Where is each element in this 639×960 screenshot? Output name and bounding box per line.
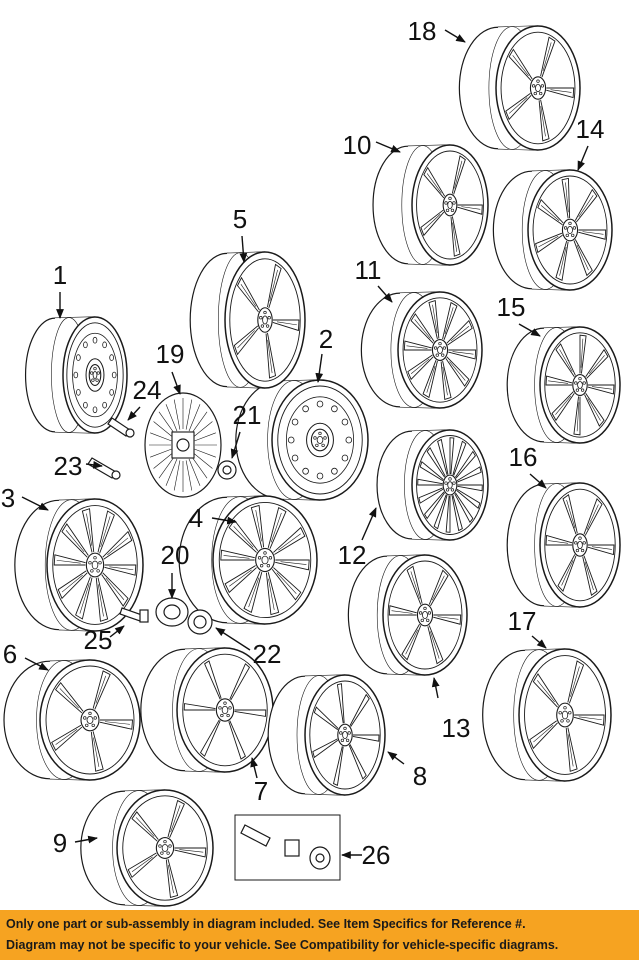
callout-label-15: 15 bbox=[497, 292, 526, 322]
callout-arrow-5 bbox=[239, 235, 248, 263]
callout-label-23: 23 bbox=[54, 451, 83, 481]
wheel-7 bbox=[140, 647, 274, 773]
callout-arrow-25 bbox=[109, 625, 125, 638]
callout-arrow-11 bbox=[377, 285, 393, 303]
wheel-6 bbox=[3, 659, 141, 781]
callout-arrow-12 bbox=[361, 507, 377, 541]
callout-arrows bbox=[21, 29, 589, 859]
callout-label-18: 18 bbox=[408, 16, 437, 46]
callout-label-14: 14 bbox=[576, 114, 605, 144]
lug-bolt-25 bbox=[119, 607, 149, 623]
callout-arrow-18 bbox=[444, 29, 466, 43]
footer-line-2: Diagram may not be specific to your vehi… bbox=[6, 938, 559, 952]
callout-arrow-24 bbox=[127, 406, 141, 421]
valve-stem-24 bbox=[107, 417, 135, 438]
callout-label-16: 16 bbox=[509, 442, 538, 472]
small-part-drawings bbox=[87, 392, 341, 881]
callout-arrow-2 bbox=[315, 353, 324, 383]
emblem-22 bbox=[187, 609, 213, 635]
wheel-2 bbox=[235, 379, 369, 501]
callout-label-1: 1 bbox=[53, 260, 67, 290]
wheel-10 bbox=[372, 144, 489, 266]
callout-arrow-3 bbox=[21, 496, 49, 511]
callout-label-2: 2 bbox=[319, 324, 333, 354]
wheel-8 bbox=[267, 674, 386, 796]
callout-label-8: 8 bbox=[413, 761, 427, 791]
wheel-13 bbox=[347, 554, 468, 676]
wheel-4 bbox=[178, 495, 318, 625]
wheel-12 bbox=[376, 429, 489, 541]
callout-arrow-7 bbox=[250, 757, 258, 779]
callout-label-21: 21 bbox=[233, 400, 262, 430]
wheel-14 bbox=[492, 169, 613, 291]
callout-arrow-14 bbox=[577, 145, 589, 171]
callout-arrow-10 bbox=[375, 141, 401, 153]
callout-arrow-4 bbox=[211, 516, 237, 525]
callout-label-3: 3 bbox=[1, 483, 15, 513]
wheel-16 bbox=[506, 482, 621, 608]
wheel-cover-19 bbox=[144, 392, 222, 498]
wheel-17 bbox=[482, 648, 612, 782]
callout-arrow-8 bbox=[387, 751, 405, 765]
callout-label-10: 10 bbox=[343, 130, 372, 160]
callout-label-22: 22 bbox=[253, 639, 282, 669]
callout-arrow-13 bbox=[431, 677, 440, 699]
footer-banner: Only one part or sub-assembly in diagram… bbox=[0, 910, 639, 960]
wheel-3 bbox=[14, 498, 144, 632]
callout-arrow-9 bbox=[74, 835, 98, 844]
callout-arrow-16 bbox=[529, 473, 547, 489]
callout-arrow-21 bbox=[230, 431, 241, 459]
callout-arrow-22 bbox=[215, 627, 251, 651]
wheel-1 bbox=[24, 316, 128, 434]
callout-arrow-19 bbox=[171, 371, 181, 395]
footer-line-1: Only one part or sub-assembly in diagram… bbox=[6, 917, 526, 931]
center-cap-20 bbox=[155, 597, 189, 627]
callout-label-11: 11 bbox=[355, 255, 382, 285]
callout-label-20: 20 bbox=[161, 540, 190, 570]
callout-label-17: 17 bbox=[508, 606, 537, 636]
callout-label-13: 13 bbox=[442, 713, 471, 743]
wheel-11 bbox=[360, 291, 483, 409]
callout-label-26: 26 bbox=[362, 840, 391, 870]
callout-label-25: 25 bbox=[84, 625, 113, 655]
wheel-18 bbox=[458, 25, 581, 151]
wheel-5 bbox=[189, 251, 306, 389]
valve-stem-23 bbox=[87, 457, 121, 480]
callout-arrow-15 bbox=[518, 323, 541, 337]
callout-label-7: 7 bbox=[254, 776, 268, 806]
callout-label-5: 5 bbox=[233, 204, 247, 234]
tpms-sensor-kit-26 bbox=[234, 814, 341, 881]
callout-label-9: 9 bbox=[53, 828, 67, 858]
callout-label-4: 4 bbox=[189, 503, 203, 533]
callout-label-24: 24 bbox=[133, 375, 162, 405]
callout-label-12: 12 bbox=[338, 540, 367, 570]
callout-label-19: 19 bbox=[156, 339, 185, 369]
callout-arrow-17 bbox=[531, 635, 547, 649]
wheel-drawings bbox=[3, 25, 621, 907]
center-cap-21 bbox=[217, 460, 237, 480]
callout-label-6: 6 bbox=[3, 639, 17, 669]
wheel-15 bbox=[506, 326, 621, 444]
callout-arrow-23 bbox=[85, 461, 103, 469]
callout-arrow-6 bbox=[24, 657, 49, 671]
wheel-9 bbox=[80, 789, 214, 907]
